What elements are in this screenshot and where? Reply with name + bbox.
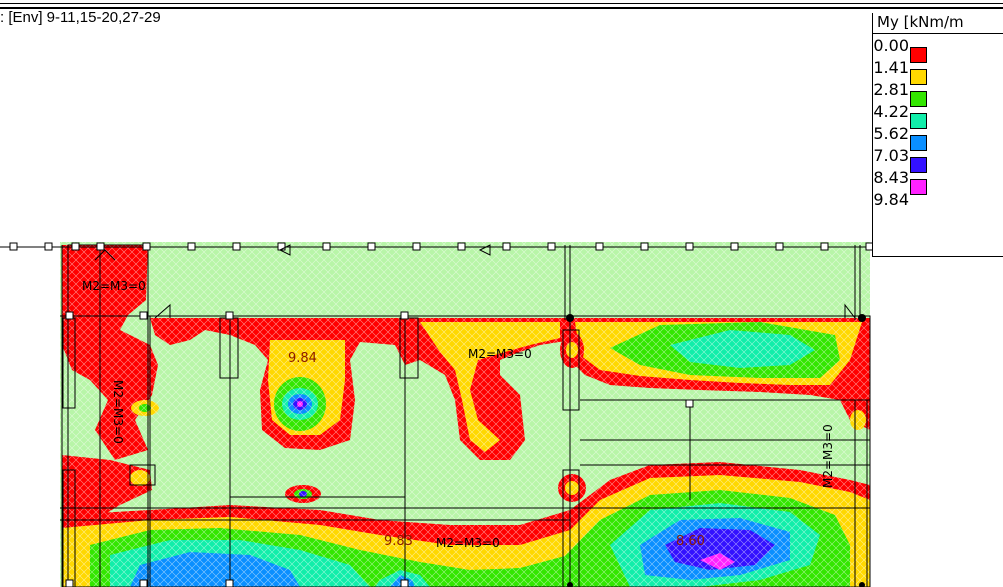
contour-labels: M2=M3=0 M2=M3=0 M2=M3=0 M2=M3=0 M2=M3=0 … [82, 279, 835, 550]
load-combination-title: : [Env] 9-11,15-20,27-29 [0, 9, 161, 26]
value-label: 9.83 [384, 534, 413, 549]
release-label: M2=M3=0 [821, 424, 835, 488]
color-legend: My [kNm/m 0.00 1.41 2.81 4.22 5.62 7.03 … [872, 13, 1003, 257]
contour-field [60, 242, 870, 587]
legend-swatch [910, 113, 927, 129]
window-border-top-double [0, 7, 1003, 9]
legend-value: 4.22 [873, 102, 909, 121]
legend-swatch [910, 47, 927, 63]
release-label: M2=M3=0 [436, 536, 500, 550]
legend-value: 2.81 [873, 80, 909, 99]
legend-swatch [910, 91, 927, 107]
legend-value: 1.41 [873, 58, 909, 77]
release-label: M2=M3=0 [82, 279, 146, 293]
legend-swatch [910, 179, 927, 195]
hinge-markers [94, 244, 856, 319]
legend-value: 9.84 [873, 190, 909, 209]
legend-value: 0.00 [873, 36, 909, 55]
legend-divider [873, 33, 1003, 34]
legend-swatch [910, 69, 927, 85]
beam-end-nodes [566, 314, 866, 587]
legend-swatch [910, 135, 927, 151]
legend-swatch [910, 157, 927, 173]
release-label: M2=M3=0 [111, 380, 125, 444]
legend-value: 7.03 [873, 146, 909, 165]
structure-framework [0, 244, 900, 587]
legend-value: 8.43 [873, 168, 909, 187]
value-label: 8.60 [676, 534, 705, 549]
value-label-max: 9.84 [288, 351, 317, 366]
legend-title: My [kNm/m [877, 13, 964, 31]
release-label: M2=M3=0 [468, 347, 532, 361]
legend-value: 5.62 [873, 124, 909, 143]
support-nodes [9, 242, 904, 587]
mesh-hatch [60, 242, 870, 587]
window-border-top [0, 3, 1003, 4]
